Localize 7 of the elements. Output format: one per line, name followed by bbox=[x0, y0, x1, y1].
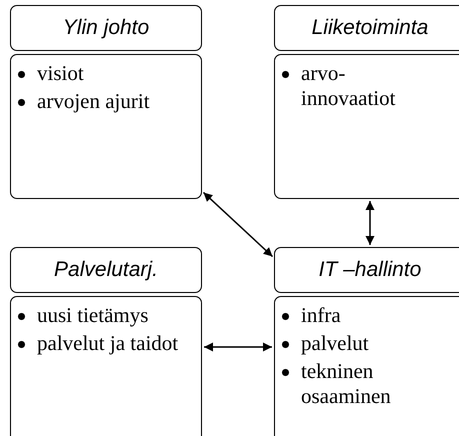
double-arrow bbox=[204, 342, 272, 352]
header-box: Liiketoiminta bbox=[274, 5, 459, 51]
double-arrow bbox=[366, 201, 374, 245]
double-arrow bbox=[202, 192, 274, 258]
header-box: Ylin johto bbox=[10, 5, 202, 51]
header-box: IT –hallinto bbox=[274, 247, 459, 293]
header-box: Palvelutarj. bbox=[10, 247, 202, 293]
